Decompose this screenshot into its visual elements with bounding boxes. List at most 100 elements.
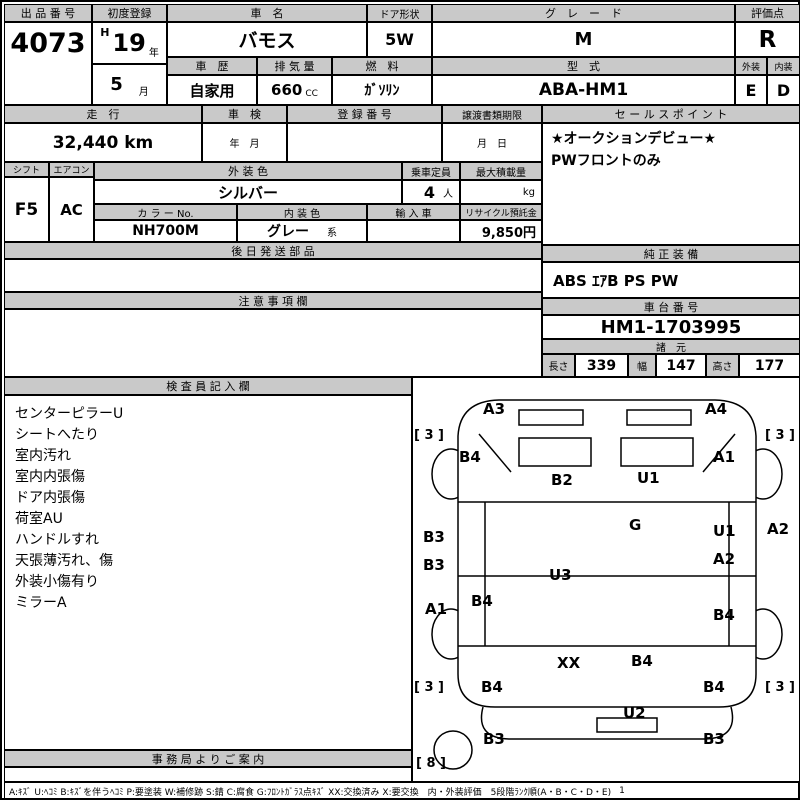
specifications-header: 諸 元 <box>542 339 800 354</box>
transfer-docs-deadline-value: 月 日 <box>442 123 542 162</box>
caution-notes-box <box>4 309 542 377</box>
mileage-header: 走 行 <box>4 105 202 123</box>
registration-month: 5 <box>110 74 123 95</box>
displacement-value: 660 <box>271 81 303 99</box>
interior-color-suffix: 系 <box>327 227 337 239</box>
height-label: 高さ <box>706 354 739 377</box>
sales-point-header: セ ー ル ス ポ イ ン ト <box>542 105 800 123</box>
interior-color-header: 内 装 色 <box>237 204 367 220</box>
aircon-header: エアコン <box>49 162 94 177</box>
inspector-note-item: センターピラーU <box>15 406 124 422</box>
import-car-header: 輸 入 車 <box>367 204 460 220</box>
shift-header: シフト <box>4 162 49 177</box>
later-shipped-parts-box <box>4 259 542 292</box>
tire-tread-mark: [ 3 ] <box>414 428 444 443</box>
inspection-expiry-header: 車 検 <box>202 105 287 123</box>
damage-code: B4 <box>631 652 653 670</box>
model-code-value: ABA-HM1 <box>432 75 735 105</box>
damage-code: A1 <box>425 600 448 618</box>
legend-text: A:ｷｽﾞ U:ﾍｺﾐ B:ｷｽﾞを伴うﾍｺﾐ P:要塗装 W:補修跡 S:錆 … <box>9 787 612 798</box>
damage-code: B4 <box>481 678 503 696</box>
max-load-cell: kg <box>460 180 542 204</box>
first-registration-month-cell: 5 月 <box>92 64 167 105</box>
height-value: 177 <box>739 354 800 377</box>
chassis-number-value: HM1-1703995 <box>542 315 800 339</box>
damage-code: B4 <box>459 448 481 466</box>
tire-tread-mark: [ 3 ] <box>765 680 795 695</box>
inspection-expiry-value: 年 月 <box>202 123 287 162</box>
inspector-note-item: ミラーA <box>15 595 67 611</box>
color-number-value: NH700M <box>94 220 237 242</box>
damage-code: B3 <box>703 730 725 748</box>
model-code-header: 型 式 <box>432 57 735 75</box>
damage-code: B3 <box>423 528 445 546</box>
aircon-value: AC <box>49 177 94 242</box>
seating-capacity-header: 乗車定員 <box>402 162 460 180</box>
car-history-header: 車 歴 <box>167 57 257 75</box>
damage-code: A4 <box>705 400 728 418</box>
exterior-color-value: シルバー <box>94 180 402 204</box>
mileage-value: 32,440 km <box>4 123 202 162</box>
sales-point-box: ★オークションデビュー★ PWフロントのみ <box>542 123 800 245</box>
damage-code: A1 <box>713 448 736 466</box>
inspector-notes-header: 検 査 員 記 入 欄 <box>4 377 412 395</box>
seating-capacity-cell: 4 人 <box>402 180 460 204</box>
damage-code: XX <box>557 654 581 672</box>
damage-code: B2 <box>551 471 573 489</box>
damage-code: B3 <box>423 556 445 574</box>
auction-no-header: 出 品 番 号 <box>4 4 92 22</box>
damage-code: B4 <box>471 592 493 610</box>
tire-tread-mark: [ 3 ] <box>414 680 444 695</box>
first-registration-header: 初度登録 <box>92 4 167 22</box>
windshield-left-line <box>478 433 512 473</box>
damage-code: B4 <box>703 678 725 696</box>
legend-page-number: 1 <box>619 786 625 796</box>
chassis-number-header: 車 台 番 号 <box>542 298 800 315</box>
office-info-header: 事 務 局 よ り ご 案 内 <box>4 750 412 767</box>
door-shape-value: 5W <box>367 22 432 57</box>
registration-number-value <box>287 123 442 162</box>
registration-number-header: 登 録 番 号 <box>287 105 442 123</box>
damage-code: B4 <box>713 606 735 624</box>
month-unit: 月 <box>138 87 149 98</box>
first-registration-year-cell: H 19 年 <box>92 22 167 64</box>
car-top-view-outline <box>431 399 783 770</box>
tire-tread-mark: [ 3 ] <box>765 428 795 443</box>
max-load-header: 最大積載量 <box>460 162 542 180</box>
length-label: 長さ <box>542 354 575 377</box>
exterior-score-value: E <box>735 75 767 105</box>
inspector-note-item: 室内内張傷 <box>15 469 85 485</box>
interior-color-value: グレー <box>267 224 309 240</box>
genuine-equipment-value: ABS ｴｱB PS PW <box>542 262 800 298</box>
car-history-value: 自家用 <box>167 75 257 105</box>
front-seat-left <box>518 437 592 467</box>
damage-code: U1 <box>637 469 660 487</box>
displacement-cell: 660 CC <box>257 75 332 105</box>
seating-capacity-value: 4 <box>423 182 435 202</box>
rear-plate <box>596 717 658 733</box>
seating-capacity-unit: 人 <box>443 188 453 200</box>
import-car-value <box>367 220 460 242</box>
grade-value: M <box>432 22 735 57</box>
damage-code: U2 <box>623 704 646 722</box>
later-shipped-parts-header: 後 日 発 送 部 品 <box>4 242 542 259</box>
registration-year: 19 <box>112 29 146 57</box>
max-load-unit: kg <box>522 186 535 198</box>
evaluation-score-value: R <box>735 22 800 57</box>
fuel-value: ｶﾞｿﾘﾝ <box>332 75 432 105</box>
exterior-color-header: 外 装 色 <box>94 162 402 180</box>
displacement-unit: CC <box>305 89 318 99</box>
rear-bumper-outline <box>480 706 734 740</box>
caution-notes-header: 注 意 事 項 欄 <box>4 292 542 309</box>
era-code: H <box>100 26 110 39</box>
spare-tire <box>433 730 473 770</box>
interior-score-header: 内装 <box>767 57 800 75</box>
damage-code: G <box>629 516 642 534</box>
fuel-header: 燃 料 <box>332 57 432 75</box>
windshield-right-line <box>702 433 736 473</box>
grade-header: グ レ ー ド <box>432 4 735 22</box>
